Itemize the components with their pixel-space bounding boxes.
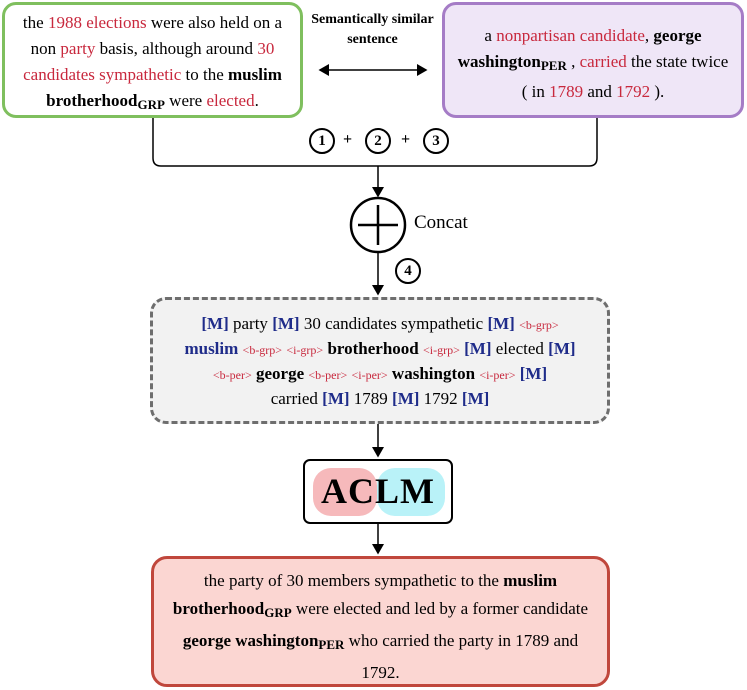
entity-tag: <i-grp>: [423, 343, 460, 357]
entity-tag: <b-grp>: [519, 318, 559, 332]
entity-george-washington: george washingtonPER: [182, 631, 345, 652]
entity-word: brotherhood: [327, 339, 419, 358]
text-span: .: [254, 91, 259, 110]
text-span: 1792: [419, 389, 462, 408]
entity-tag: <i-per>: [351, 368, 388, 382]
entity-george-washington: george washingtonPER: [457, 26, 702, 73]
concat-label: Concat: [414, 212, 468, 233]
entity-tag: <i-grp>: [286, 343, 324, 357]
highlight-span: carried: [579, 52, 627, 71]
source-sentence-box: the 1988 elections were also held on a n…: [2, 2, 303, 118]
highlight-span: party: [60, 39, 96, 58]
entity-tag: <b-per>: [308, 368, 348, 382]
text-span: elected: [491, 339, 549, 358]
entity-tag: <b-grp>: [242, 343, 283, 357]
aclm-cyan-blob: [377, 468, 445, 516]
highlight-span: 1789: [549, 82, 584, 101]
entity-type-per: PER: [318, 637, 345, 652]
mask-token: [M]: [272, 314, 300, 333]
entity-tag: <b-per>: [212, 368, 252, 382]
similarity-label: Semantically similar sentence: [311, 12, 434, 47]
step-2-badge: 2: [365, 128, 391, 154]
similar-sentence-box: a nonpartisan candidate, george washingt…: [442, 2, 744, 118]
highlight-span: 1792: [616, 82, 651, 101]
aclm-label: ACLM: [321, 471, 435, 511]
plus-sign: +: [343, 131, 353, 148]
step-3-badge: 3: [423, 128, 449, 154]
text-span: ,: [566, 52, 580, 71]
entity-muslim-brotherhood: muslim brotherhoodGRP: [46, 65, 282, 112]
highlight-span: 1988 elections: [47, 13, 147, 32]
step-1-badge: 1: [309, 128, 335, 154]
mask-token: [M]: [392, 389, 420, 408]
highlight-span: elected: [206, 91, 255, 110]
text-span: the party of 30 members sympathetic to t…: [203, 571, 504, 590]
entity-muslim-brotherhood: muslim brotherhoodGRP: [172, 571, 558, 620]
text-span: basis, although around: [95, 39, 258, 58]
text-span: were elected and led by a former candida…: [291, 599, 589, 618]
merge-connector: [152, 118, 598, 167]
text-span: the: [22, 13, 48, 32]
mask-token: [M]: [461, 389, 490, 408]
mask-token: [M]: [487, 314, 515, 333]
mask-token: [M]: [548, 339, 576, 358]
text-span: carried: [270, 389, 323, 408]
entity-type-grp: GRP: [137, 97, 165, 112]
text-span: to the: [181, 65, 229, 84]
text-span: and: [583, 82, 617, 101]
entity-word: washington: [391, 364, 476, 383]
text-span: were also held on a non: [30, 13, 283, 58]
plus-sign: +: [401, 131, 411, 148]
text-span: who carried the party in 1789 and 1792.: [344, 631, 579, 682]
entity-type-per: PER: [540, 58, 567, 73]
entity-type-grp: GRP: [264, 605, 292, 620]
entity-word: george: [255, 364, 305, 383]
text-span: ,: [644, 26, 654, 45]
masked-template-box: [M] party [M] 30 candidates sympathetic …: [150, 297, 610, 424]
text-span: a: [484, 26, 497, 45]
mask-token: [M]: [322, 389, 350, 408]
aclm-pink-blob: [313, 468, 377, 516]
text-span: party: [228, 314, 273, 333]
generated-sentence-box: the party of 30 members sympathetic to t…: [151, 556, 610, 687]
step-4-badge: 4: [395, 258, 421, 284]
text-span: 30 candidates sympathetic: [299, 314, 488, 333]
highlight-span: 30 candidates sympathetic: [23, 39, 275, 84]
text-span: were: [164, 91, 207, 110]
entity-word: muslim: [184, 339, 239, 358]
aclm-model-box: ACLM: [303, 459, 453, 524]
text-span: 1789: [349, 389, 393, 408]
mask-token: [M]: [201, 314, 229, 333]
highlight-span: nonpartisan candidate: [496, 26, 645, 45]
text-span: ).: [650, 82, 665, 101]
entity-tag: <i-per>: [479, 368, 516, 382]
text-span: the state twice ( in: [521, 52, 729, 101]
mask-token: [M]: [464, 339, 492, 358]
concat-symbol: [349, 196, 407, 254]
mask-token: [M]: [519, 364, 548, 383]
